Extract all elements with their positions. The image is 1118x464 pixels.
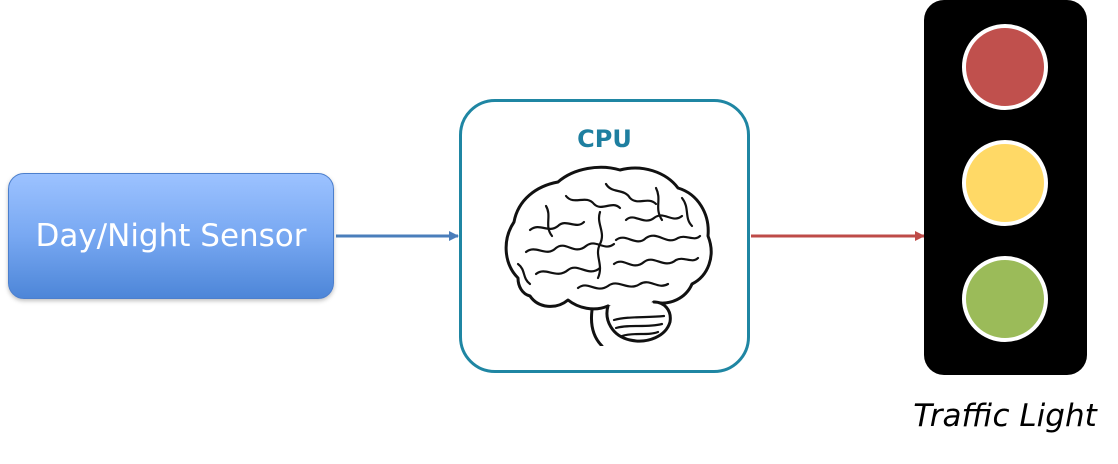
day-night-sensor-box: Day/Night Sensor — [8, 173, 334, 299]
sensor-label: Day/Night Sensor — [35, 218, 307, 254]
brain-icon — [504, 165, 713, 346]
traffic-light — [924, 0, 1087, 375]
cpu-label: CPU — [577, 125, 632, 153]
red-lamp — [962, 24, 1048, 110]
cpu-box: CPU — [459, 99, 750, 373]
yellow-lamp — [962, 140, 1048, 226]
green-lamp — [962, 256, 1048, 342]
traffic-light-caption: Traffic Light — [913, 398, 1097, 434]
